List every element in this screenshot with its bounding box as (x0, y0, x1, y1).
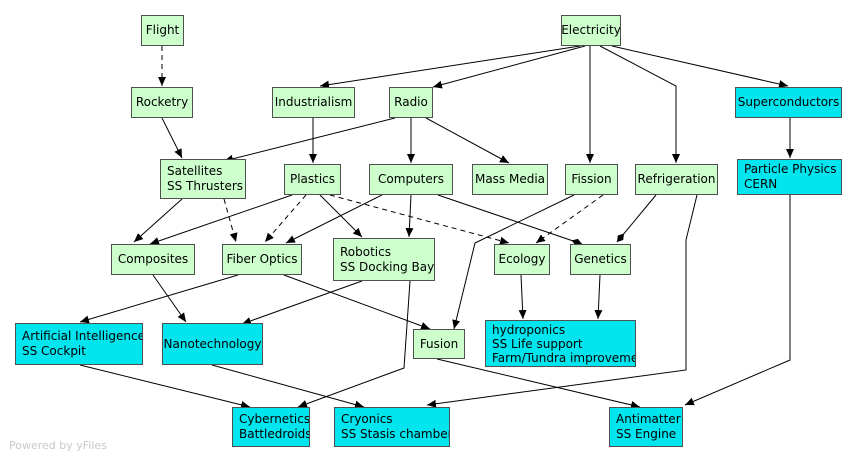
node-radio[interactable]: Radio (389, 87, 433, 118)
node-plastics[interactable]: Plastics (284, 164, 341, 195)
edge-refrigeration-cryonics (426, 194, 698, 408)
edge-genetics-hydroponics (594, 274, 603, 320)
node-cybernetics-line1: Cybernetics (239, 412, 310, 426)
watermark-text: Powered by yFiles (9, 439, 107, 452)
edge-radio-satellites (223, 117, 396, 163)
edge-fission-ecology (535, 194, 604, 244)
node-composites-label: Composites (117, 252, 189, 266)
edge-electricity-refrigeration (599, 45, 680, 163)
edge-plastics-ecology (329, 194, 510, 245)
edge-fission-fusion (452, 194, 575, 330)
edge-electricity-superconductors (611, 45, 789, 88)
node-nanotechnology-label: Nanotechnology (163, 336, 262, 351)
node-fiber-optics-label: Fiber Optics (226, 252, 298, 266)
node-antimatter-line2: SS Engine (616, 427, 677, 441)
node-rocketry-label: Rocketry (135, 95, 189, 109)
edge-satellites-fiberoptics (223, 198, 238, 243)
node-fusion-label: Fusion (419, 336, 459, 351)
node-cryonics-line1: Cryonics (341, 412, 393, 426)
node-fission[interactable]: Fission (565, 164, 618, 195)
edge-radio-massmedia (425, 117, 510, 164)
edge-computers-robotics (405, 194, 414, 238)
node-refrigeration-label: Refrigeration (637, 172, 716, 186)
node-mass-media[interactable]: Mass Media (472, 164, 548, 195)
node-cryonics[interactable]: Cryonics SS Stasis chamber (334, 407, 450, 447)
node-ai-line1: Artificial Intelligence (22, 329, 143, 343)
node-satellites-line1: Satellites (167, 164, 223, 178)
node-particle-physics-line2: CERN (744, 177, 778, 191)
node-genetics-label: Genetics (574, 252, 627, 266)
edge-plastics-fiberoptics (264, 194, 307, 243)
node-ai-line2: SS Cockpit (22, 344, 86, 358)
node-genetics[interactable]: Genetics (570, 244, 631, 275)
edge-fiberoptics-fusion (283, 274, 431, 330)
node-refrigeration[interactable]: Refrigeration (635, 164, 718, 195)
edge-robotics-cybernetics (297, 280, 411, 408)
node-radio-label: Radio (394, 95, 428, 109)
node-industrialism[interactable]: Industrialism (272, 87, 355, 118)
node-ecology[interactable]: Ecology (494, 244, 550, 275)
edge-nanotechnology-cryonics (211, 364, 365, 409)
node-cybernetics[interactable]: Cybernetics Battledroids (232, 407, 310, 447)
node-antimatter-line1: Antimatter (616, 412, 681, 426)
node-hydroponics-line1: hydroponics (492, 322, 566, 337)
edge-particlephysics-antimatter (684, 195, 791, 406)
node-electricity[interactable]: Electricity (561, 15, 621, 46)
node-superconductors[interactable]: Superconductors (735, 87, 842, 118)
node-particle-physics-line1: Particle Physics (744, 162, 837, 176)
node-fiber-optics[interactable]: Fiber Optics (222, 244, 302, 275)
node-fusion[interactable]: Fusion (413, 329, 465, 359)
node-electricity-label: Electricity (561, 23, 621, 37)
node-artificial-intelligence[interactable]: Artificial Intelligence SS Cockpit (15, 323, 143, 365)
node-computers-label: Computers (378, 172, 444, 186)
node-robotics-line2: SS Docking Bay (340, 259, 435, 274)
node-hydroponics-line3: Farm/Tundra improvement (492, 350, 636, 365)
edge-electricity-radio (432, 45, 586, 89)
node-cybernetics-line2: Battledroids (239, 427, 310, 441)
edge-computers-genetics (437, 194, 583, 246)
node-robotics[interactable]: Robotics SS Docking Bay (333, 238, 435, 281)
node-antimatter[interactable]: Antimatter SS Engine (609, 407, 683, 447)
edge-satellites-composites (133, 198, 183, 243)
edge-fusion-antimatter (436, 358, 641, 409)
edge-ecology-hydroponics (518, 274, 527, 320)
node-particle-physics[interactable]: Particle Physics CERN (737, 159, 842, 195)
node-rocketry[interactable]: Rocketry (131, 87, 193, 118)
edge-electricity-industrialism (319, 45, 581, 89)
edge-refrigeration-genetics (616, 194, 657, 243)
edge-composites-nanotechnology (152, 274, 187, 323)
edge-robotics-nanotechnology (241, 280, 363, 325)
edge-computers-fiberoptics (285, 194, 383, 244)
node-flight-label: Flight (145, 23, 180, 37)
node-flight[interactable]: Flight (141, 15, 184, 46)
node-fission-label: Fission (571, 172, 612, 186)
node-industrialism-label: Industrialism (274, 95, 353, 109)
edge-ai-cybernetics (79, 364, 251, 409)
node-plastics-label: Plastics (289, 172, 336, 186)
edge-fiberoptics-ai (79, 274, 239, 324)
node-satellites-line2: SS Thrusters (167, 179, 244, 193)
node-computers[interactable]: Computers (369, 164, 453, 195)
node-robotics-line1: Robotics (340, 244, 391, 259)
edge-rocketry-satellites (161, 117, 183, 159)
node-composites[interactable]: Composites (111, 244, 195, 275)
node-cryonics-line2: SS Stasis chamber (341, 427, 450, 441)
node-hydroponics-line2: SS Life support (492, 336, 583, 351)
edge-plastics-composites (149, 194, 293, 245)
node-superconductors-label: Superconductors (737, 95, 840, 109)
node-nanotechnology[interactable]: Nanotechnology (162, 323, 263, 365)
node-ecology-label: Ecology (498, 252, 546, 266)
node-mass-media-label: Mass Media (474, 172, 546, 186)
node-satellites[interactable]: Satellites SS Thrusters (160, 159, 246, 199)
node-hydroponics[interactable]: hydroponics SS Life support Farm/Tundra … (485, 320, 636, 367)
